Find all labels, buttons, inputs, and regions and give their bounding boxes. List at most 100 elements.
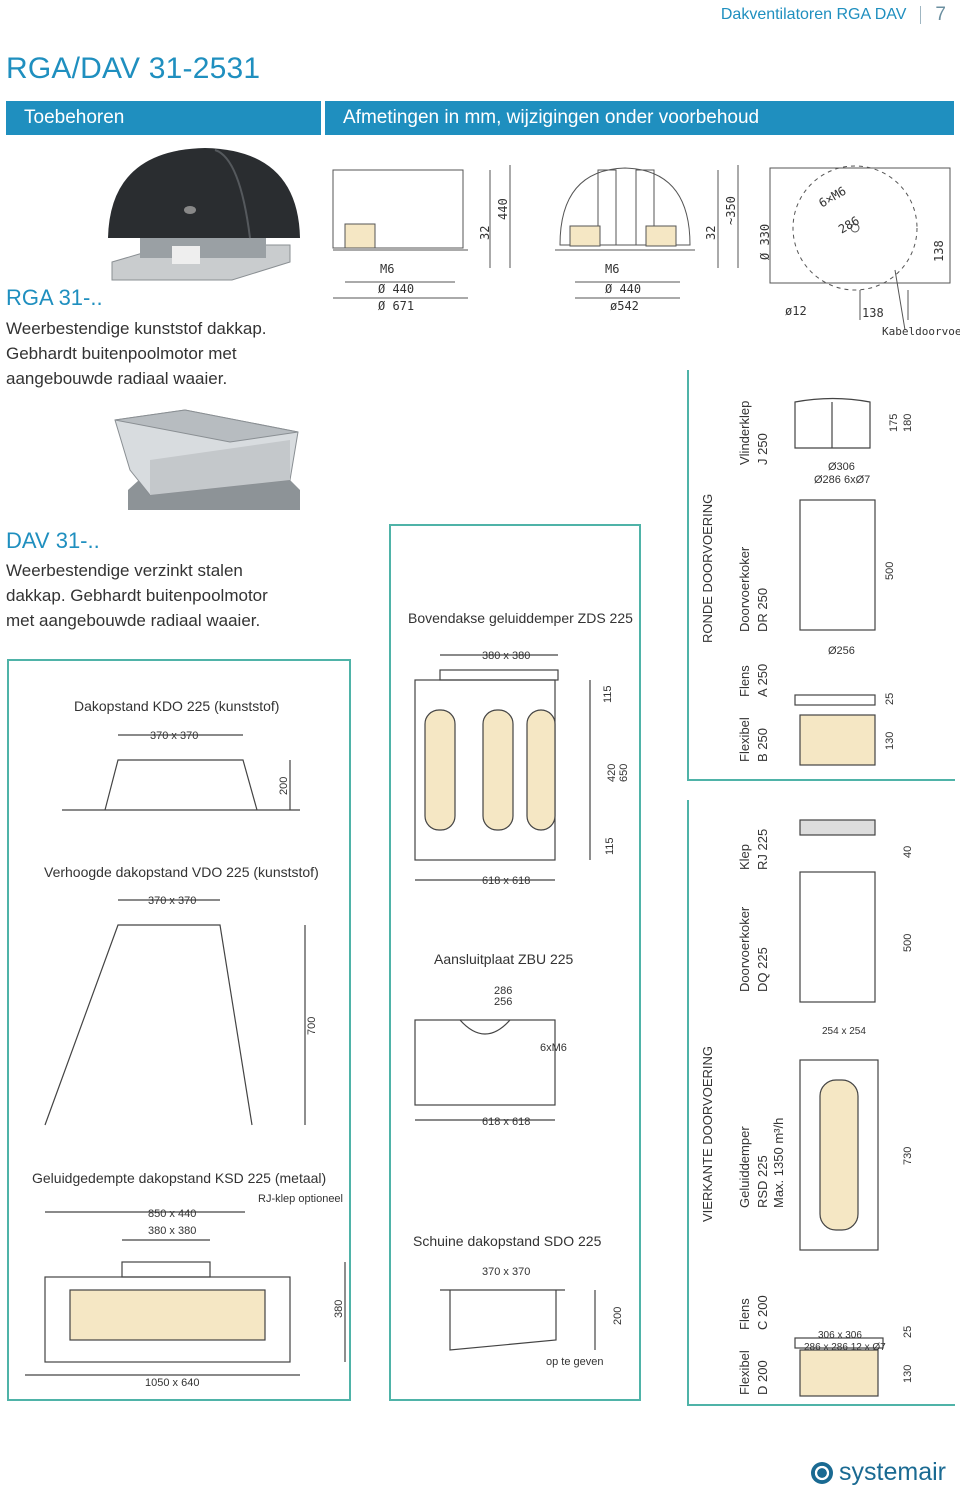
zbu-drawing <box>414 1019 556 1121</box>
dq225-h500: 500 <box>902 933 914 952</box>
b250-code: B 250 <box>755 728 770 762</box>
vdo-drawing <box>44 899 306 1126</box>
d200-name: Flexibel <box>737 1350 752 1395</box>
zds-h650: 650 <box>618 763 630 782</box>
rga-line-3: aangebouwde radiaal waaier. <box>6 369 228 388</box>
vdo-top: 370 x 370 <box>148 895 197 907</box>
d3-w138: 138 <box>862 306 884 320</box>
zbu-base: 618 x 618 <box>482 1116 531 1128</box>
c200-name: Flens <box>737 1298 752 1330</box>
d3-d12: ø12 <box>785 304 807 318</box>
d1-d671: Ø 671 <box>378 299 415 313</box>
ksd-height: 380 <box>333 1299 345 1318</box>
zds-h115a: 115 <box>602 685 614 703</box>
j250-d286: Ø286 6xØ7 <box>814 474 871 486</box>
drawing-2 <box>555 165 739 299</box>
dav-line-1: Weerbestendige verzinkt stalen <box>6 561 243 580</box>
sdo-note: op te geven <box>546 1356 604 1368</box>
sdo-title: Schuine dakopstand SDO 225 <box>413 1233 602 1249</box>
zds-title: Bovendakse geluiddemper ZDS 225 <box>408 610 633 626</box>
drawing-3 <box>769 165 951 331</box>
rj225-name: Klep <box>737 843 752 870</box>
d200-h130: 130 <box>902 1364 914 1383</box>
sdo-drawing <box>440 1289 596 1351</box>
ksd-d2: 380 x 380 <box>148 1225 197 1237</box>
vierkante-group: VIERKANTE DOORVOERING <box>700 1045 715 1222</box>
d1-h32: 32 <box>478 225 492 240</box>
section-title: Dakventilatoren RGA DAV <box>720 6 907 23</box>
dav-heading: DAV 31-.. <box>6 528 100 553</box>
d3-cable: Kabeldoorvoer <box>882 325 960 338</box>
dav-description: Weerbestendige verzinkt stalen dakkap. G… <box>6 558 268 633</box>
d1-m6: M6 <box>380 262 395 276</box>
page-title: RGA/DAV 31-2531 <box>6 52 261 85</box>
ksd-title: Geluidgedempte dakopstand KSD 225 (metaa… <box>32 1170 327 1186</box>
j250-d306: Ø306 <box>828 461 855 473</box>
c200-size2: 286 x 286 12 x Ø7 <box>804 1342 886 1353</box>
systemair-logo: systemair <box>811 1458 946 1487</box>
vdo-title: Verhoogde dakopstand VDO 225 (kunststof) <box>44 864 319 880</box>
dav-line-3: met aangebouwde radiaal waaier. <box>6 611 261 630</box>
a250-code: A 250 <box>755 663 770 697</box>
j250-h180: 180 <box>902 413 914 432</box>
kdo-title: Dakopstand KDO 225 (kunststof) <box>74 698 280 714</box>
sdo-top: 370 x 370 <box>482 1266 531 1278</box>
dav-product-image <box>114 409 300 510</box>
logo-mark-icon <box>811 1461 834 1484</box>
kdo-height: 200 <box>278 776 290 795</box>
rj225-code: RJ 225 <box>755 828 770 870</box>
dr250-d256: Ø256 <box>828 645 855 657</box>
rga-line-1: Weerbestendige kunststof dakkap. <box>6 319 267 338</box>
dr250-code: DR 250 <box>755 587 770 632</box>
zbu-d286: 286 <box>494 985 513 997</box>
vierkante-drawings <box>794 819 884 1397</box>
c200-size1: 306 x 306 <box>818 1330 862 1341</box>
ksd-drawing <box>25 1211 346 1376</box>
dq225-name: Doorvoerkoker <box>737 906 752 992</box>
zbu-d256: 256 <box>494 996 513 1008</box>
kdo-top: 370 x 370 <box>150 730 199 742</box>
section-bar-right: Afmetingen in mm, wijzigingen onder voor… <box>325 101 954 135</box>
ksd-option: RJ-klep optioneel <box>258 1193 343 1205</box>
rga-product-image <box>108 148 300 281</box>
d2-h32: 32 <box>704 225 718 240</box>
c200-h25: 25 <box>902 1325 914 1338</box>
page-header: Dakventilatoren RGA DAV 7 <box>721 4 946 26</box>
dav-line-2: dakkap. Gebhardt buitenpoolmotor <box>6 586 268 605</box>
sdo-height: 200 <box>612 1306 624 1325</box>
rga-description: Weerbestendige kunststof dakkap. Gebhard… <box>6 316 267 391</box>
j250-code: J 250 <box>755 433 770 465</box>
rj225-h40: 40 <box>902 845 914 858</box>
c200-code: C 200 <box>755 1295 770 1330</box>
zbu-title: Aansluitplaat ZBU 225 <box>434 951 574 967</box>
dq225-code: DQ 225 <box>755 947 770 992</box>
zds-h420: 420 <box>606 763 618 782</box>
zds-drawing <box>414 654 591 881</box>
rsd225-name: Geluiddemper <box>737 1126 752 1208</box>
ksd-d1: 850 x 440 <box>148 1208 197 1220</box>
rsd225-h730: 730 <box>902 1146 914 1165</box>
rsd225-code: RSD 225 <box>755 1155 770 1208</box>
dr250-name: Doorvoerkoker <box>737 546 752 632</box>
a250-h25: 25 <box>884 692 896 705</box>
d1-d440: Ø 440 <box>378 282 415 296</box>
j250-h175: 175 <box>888 413 900 432</box>
zds-top: 380 x 380 <box>482 650 531 662</box>
rga-heading: RGA 31-.. <box>6 285 103 310</box>
vdo-height: 700 <box>306 1016 318 1035</box>
dq225-size: 254 x 254 <box>822 1026 866 1037</box>
j250-name: Vlinderklep <box>737 400 752 465</box>
b250-h130: 130 <box>884 731 896 750</box>
b250-name: Flexibel <box>737 717 752 762</box>
zds-h115b: 115 <box>604 837 616 855</box>
d3-h138: 138 <box>932 240 946 262</box>
ronde-drawings <box>794 397 876 766</box>
zds-base: 618 x 618 <box>482 875 531 887</box>
d1-h440: 440 <box>496 198 510 220</box>
ksd-base: 1050 x 640 <box>145 1377 200 1389</box>
d2-d440: Ø 440 <box>605 282 642 296</box>
d2-d542: ø542 <box>610 299 639 313</box>
logo-text: systemair <box>839 1458 946 1486</box>
drawing-1 <box>332 165 511 299</box>
